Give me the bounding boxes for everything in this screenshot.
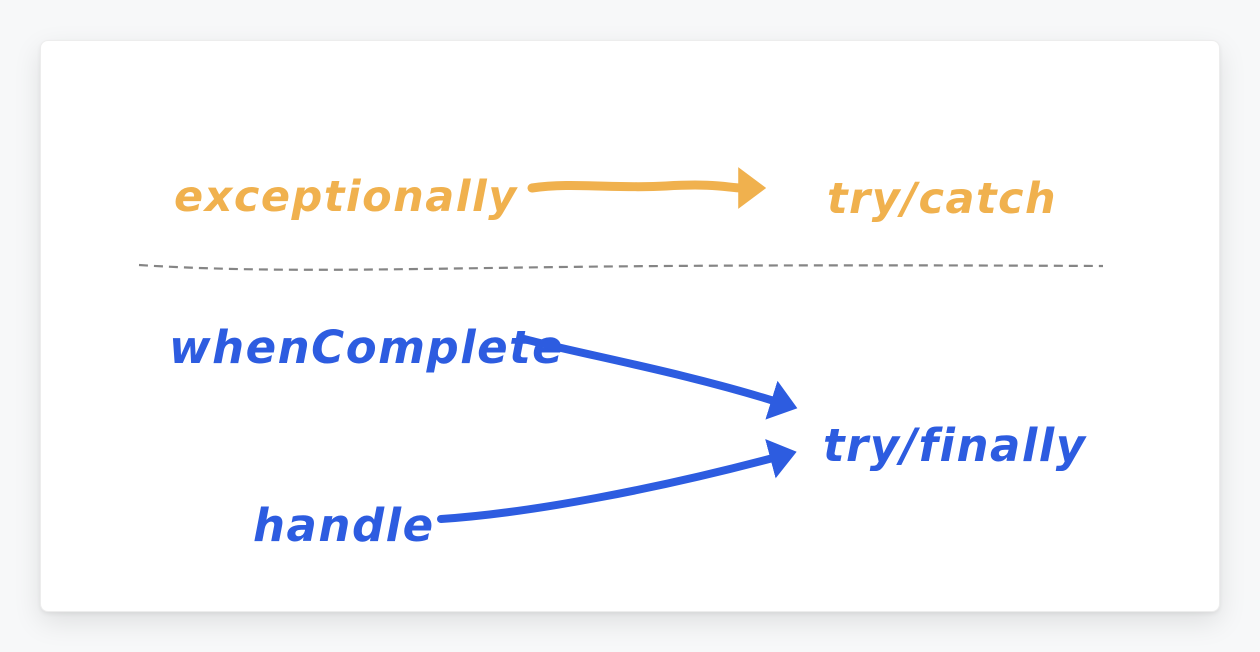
whencomplete-label: whenComplete [169,321,564,374]
diagram-card: exceptionally try/catch whenComplete try… [40,40,1220,612]
try-finally-label: try/finally [823,419,1087,472]
try-catch-label: try/catch [827,174,1057,224]
mapping-diagram: exceptionally try/catch whenComplete try… [138,167,1104,552]
whencomplete-to-tryfinally-arrow [520,335,798,420]
handle-label: handle [253,499,435,552]
exceptionally-label: exceptionally [174,172,518,222]
exceptionally-to-trycatch-arrow [527,167,767,209]
section-divider [138,263,1104,271]
handle-to-tryfinally-arrow [437,438,797,523]
